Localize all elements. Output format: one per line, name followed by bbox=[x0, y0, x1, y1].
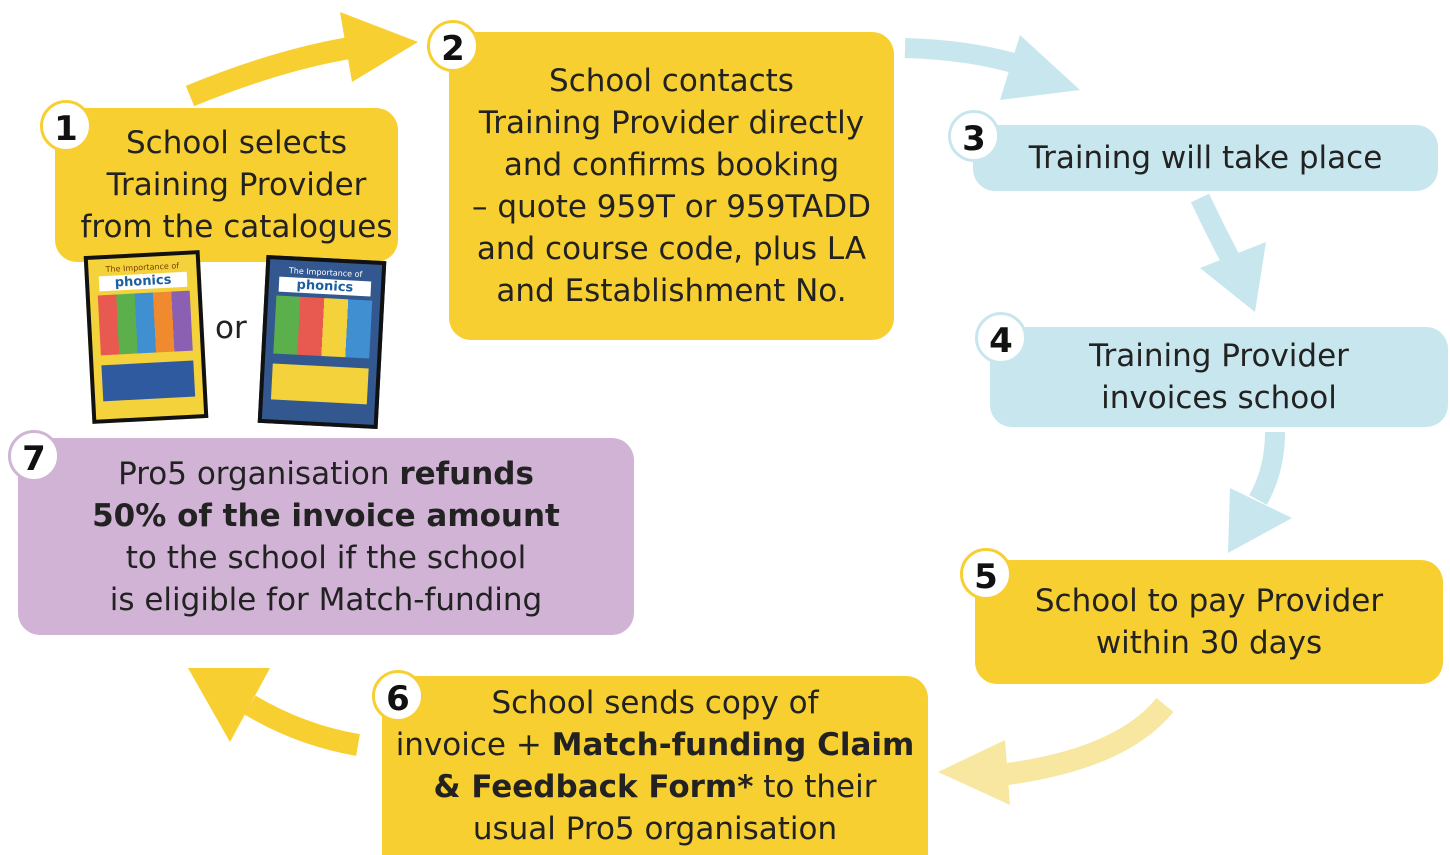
catalogue-1-illustration bbox=[97, 290, 193, 356]
step-4-box: Training Provider invoices school bbox=[990, 327, 1448, 427]
catalogue-2-illustration bbox=[273, 295, 373, 359]
step-6-line-2-text: invoice + bbox=[395, 726, 552, 763]
catalogue-2-footer bbox=[270, 363, 369, 405]
step-6-number: 6 bbox=[372, 670, 424, 722]
step-7-line-1-bold: refunds bbox=[399, 455, 534, 492]
step-2-line-3: and confirms booking bbox=[503, 147, 840, 183]
step-2-box: School contacts Training Provider direct… bbox=[449, 32, 894, 340]
step-6-line-3-text: to their bbox=[753, 768, 877, 805]
arrow-3-to-4 bbox=[1190, 193, 1266, 312]
step-4-number: 4 bbox=[975, 312, 1027, 364]
step-2-line-6: and Establishment No. bbox=[496, 273, 847, 309]
step-7-line-2: 50% of the invoice amount bbox=[92, 497, 560, 534]
step-1-box: School selects Training Provider from th… bbox=[55, 108, 398, 262]
step-6-line-4: usual Pro5 organisation bbox=[472, 810, 838, 847]
step-6-line-1: School sends copy of bbox=[491, 684, 819, 721]
step-1-line-3: from the catalogues bbox=[80, 209, 393, 245]
step-1-line-1: School selects bbox=[125, 125, 348, 161]
step-6-line-3: & Feedback Form* to their bbox=[434, 766, 877, 808]
step-7-line-3: to the school if the school bbox=[125, 539, 527, 576]
step-5-box: School to pay Provider within 30 days bbox=[975, 560, 1443, 684]
step-7-line-1: Pro5 organisation refunds bbox=[118, 453, 534, 495]
step-3-box: Training will take place bbox=[973, 125, 1438, 191]
arrow-4-to-5 bbox=[1228, 431, 1292, 553]
step-2-number: 2 bbox=[427, 20, 479, 72]
step-2-line-5: and course code, plus LA bbox=[476, 231, 867, 267]
arrow-5-to-6 bbox=[938, 697, 1174, 805]
step-1-line-2: Training Provider bbox=[106, 167, 367, 203]
step-6-line-3-bold: & Feedback Form* bbox=[433, 768, 754, 805]
catalogue-cover-blue: The Importance of phonics bbox=[257, 254, 387, 430]
step-7-line-1-text: Pro5 organisation bbox=[118, 455, 400, 492]
step-3-line-1: Training will take place bbox=[1028, 140, 1383, 176]
step-5-line-1: School to pay Provider bbox=[1034, 583, 1384, 619]
step-4-line-1: Training Provider bbox=[1089, 338, 1349, 374]
or-label: or bbox=[215, 310, 247, 346]
step-6-box: School sends copy of invoice + Match-fun… bbox=[382, 676, 928, 855]
step-7-number: 7 bbox=[8, 430, 60, 482]
step-4-line-2: invoices school bbox=[1101, 380, 1337, 416]
step-7-line-4: is eligible for Match-funding bbox=[109, 581, 543, 618]
step-5-line-2: within 30 days bbox=[1095, 625, 1323, 661]
step-6-line-2: invoice + Match-funding Claim bbox=[396, 724, 915, 766]
step-2-line-4: – quote 959T or 959TADD bbox=[472, 189, 871, 225]
arrow-6-to-7 bbox=[188, 668, 360, 756]
catalogue-cover-yellow: The Importance of phonics bbox=[83, 250, 209, 424]
step-1-number: 1 bbox=[40, 100, 92, 152]
catalogue-1-word: phonics bbox=[98, 271, 188, 292]
step-6-line-2-bold: Match-funding Claim bbox=[551, 726, 915, 763]
arrow-2-to-3 bbox=[904, 35, 1080, 100]
catalogue-1-footer bbox=[101, 360, 196, 402]
catalogue-2-word: phonics bbox=[278, 276, 372, 297]
step-7-box: Pro5 organisation refunds 50% of the inv… bbox=[18, 438, 634, 635]
step-3-number: 3 bbox=[948, 110, 1000, 162]
step-2-line-1: School contacts bbox=[549, 63, 794, 99]
step-2-line-2: Training Provider directly bbox=[478, 105, 865, 141]
arrow-1-to-2 bbox=[185, 12, 418, 107]
step-5-number: 5 bbox=[960, 548, 1012, 600]
